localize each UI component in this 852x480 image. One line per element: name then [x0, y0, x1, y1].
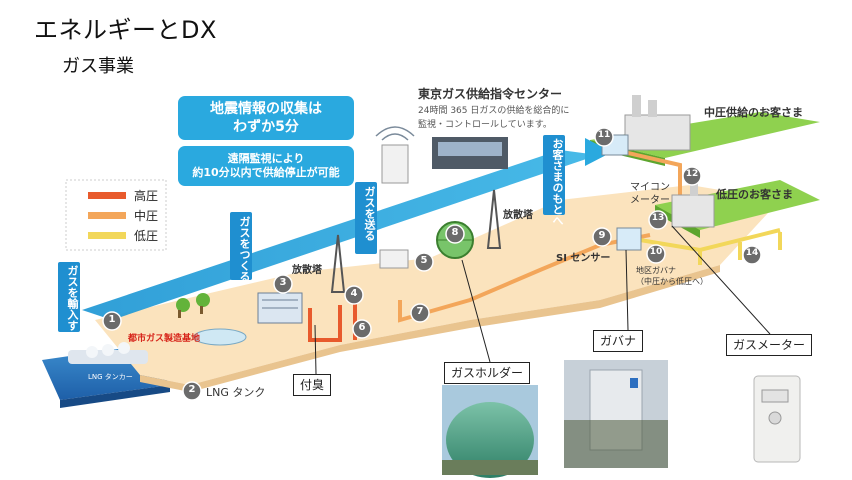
low-customer-building — [671, 194, 715, 228]
label-send: ガスを送る — [363, 186, 376, 241]
banner-earthquake-line1: 地震情報の収集は — [210, 101, 322, 117]
legend-swatch-mid — [88, 212, 126, 219]
marker-10: 10 — [649, 247, 663, 257]
legend-label-mid: 中圧 — [134, 209, 159, 223]
legend-label-low: 低圧 — [134, 229, 159, 243]
marker-14: 14 — [745, 248, 759, 258]
label-to-customer: お客さまのもとへ — [551, 138, 564, 226]
telemetry-tower — [381, 144, 409, 184]
mid-customer-label: 中圧供給のお客さま — [704, 106, 803, 119]
micon-meter-label: マイコン メーター — [630, 181, 670, 207]
si-sensor-box — [616, 227, 642, 251]
produce-bar — [230, 212, 252, 280]
banner-remote-line1: 遠隔監視により — [227, 152, 305, 165]
lng-tanker-label: LNG タンカー — [88, 373, 133, 381]
si-sensor-label: SI センサー — [556, 253, 611, 264]
callout-gas-meter: ガスメーター — [726, 334, 813, 356]
vent-tower-label-2: 放散塔 — [503, 210, 533, 221]
vent-tower-label-1: 放散塔 — [292, 265, 322, 276]
lng-tank — [193, 328, 247, 346]
marker-3: 3 — [279, 277, 287, 288]
control-center-name: 東京ガス供給指令センター — [418, 87, 563, 101]
marker-2: 2 — [188, 384, 196, 395]
marker-8: 8 — [451, 227, 459, 238]
gas-flow-band — [82, 150, 598, 320]
marker-13: 13 — [651, 213, 665, 223]
lng-tank-label: LNG タンク — [206, 386, 266, 399]
page-title: エネルギーとDX — [34, 16, 217, 44]
micon-line1: マイコン — [630, 182, 670, 193]
legend-swatch-high — [88, 192, 126, 199]
marker-6: 6 — [358, 322, 366, 333]
marker-1: 1 — [108, 314, 116, 325]
page-subtitle: ガス事業 — [62, 56, 134, 77]
banner-earthquake: 地震情報の収集は わずか5分 — [178, 100, 354, 136]
to-customer-bar — [543, 135, 565, 215]
import-bar — [58, 262, 80, 332]
label-produce: ガスをつくる — [238, 216, 251, 282]
district-governor-label: 地区ガバナ （中圧から低圧へ） — [636, 265, 708, 287]
city-gas-plant-label: 都市ガス製造基地 — [128, 334, 201, 344]
control-center-desc-1: 24時間 365 日ガスの供給を総合的に — [418, 106, 570, 116]
callout-governor: ガバナ — [593, 330, 644, 352]
monitor-unit — [379, 249, 409, 269]
district-gov-line1: 地区ガバナ — [636, 266, 676, 275]
banner-remote-monitoring: 遠隔監視により 約10分以内で供給停止が可能 — [178, 152, 354, 180]
vent-tower-2 — [486, 189, 502, 249]
marker-12: 12 — [685, 169, 699, 179]
legend-label-high: 高圧 — [134, 189, 159, 203]
label-import: ガスを輸入する — [66, 265, 79, 342]
vent-tower-1 — [330, 234, 346, 293]
banner-earthquake-line2: わずか5分 — [233, 119, 299, 135]
legend-swatch-low — [88, 232, 126, 239]
marker-11: 11 — [597, 130, 611, 140]
callout-gas-holder: ガスホルダー — [444, 362, 531, 384]
micon-line2: メーター — [630, 195, 670, 206]
step-number-markers — [102, 127, 762, 401]
marker-5: 5 — [420, 255, 428, 266]
district-gov-line2: （中圧から低圧へ） — [636, 277, 708, 286]
callout-odorant: 付臭 — [293, 374, 332, 396]
marker-4: 4 — [350, 288, 358, 299]
send-bar — [355, 182, 377, 254]
low-customer-label: 低圧のお客さま — [716, 188, 793, 201]
control-center-desc-2: 監視・コントロールしています。 — [418, 120, 552, 130]
banner-bg-2 — [178, 146, 354, 186]
marker-9: 9 — [598, 230, 606, 241]
banner-bg-1 — [178, 96, 354, 140]
marker-7: 7 — [416, 306, 424, 317]
banner-remote-line2: 約10分以内で供給停止が可能 — [192, 166, 340, 179]
mid-customer-factory — [624, 114, 691, 151]
